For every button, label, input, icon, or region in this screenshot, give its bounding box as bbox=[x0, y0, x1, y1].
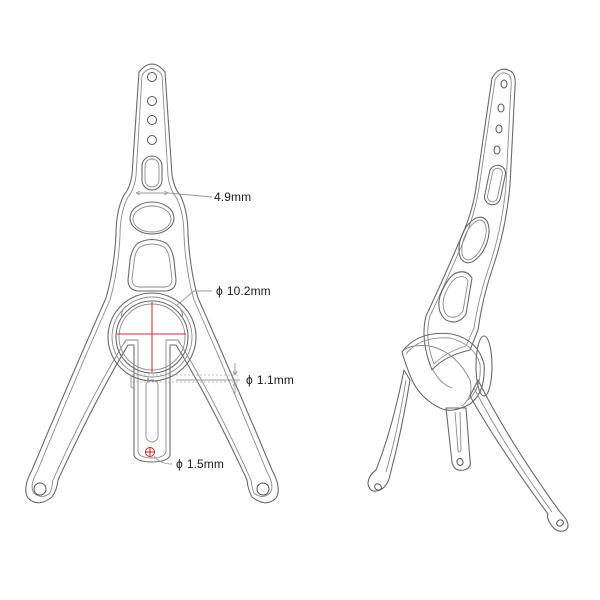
foot-hole-left bbox=[33, 482, 47, 496]
front-view-outline-inner bbox=[31, 68, 273, 497]
trapezoid-cutout bbox=[127, 238, 177, 292]
dimension-arm-width: 4.9mm bbox=[214, 190, 252, 204]
ring-outer bbox=[107, 292, 197, 382]
front-view-outline bbox=[25, 63, 279, 504]
mount-hole-1 bbox=[147, 72, 157, 82]
oval-cutout bbox=[129, 201, 175, 235]
diameter-symbol-icon: ϕ bbox=[246, 373, 253, 387]
side-view-leg-left bbox=[367, 369, 411, 492]
foot-hole-right bbox=[256, 482, 270, 496]
slot-upper bbox=[141, 155, 163, 191]
side-view-ring bbox=[401, 332, 485, 411]
stem-slot bbox=[145, 379, 159, 443]
mount-hole-3 bbox=[147, 115, 157, 125]
side-view bbox=[367, 68, 569, 532]
mount-hole-2 bbox=[147, 96, 157, 106]
side-view-leg-right bbox=[469, 379, 569, 532]
side-view-stem bbox=[445, 407, 471, 471]
front-view bbox=[25, 63, 279, 504]
side-view-arm-outline bbox=[423, 68, 516, 371]
diameter-symbol-icon: ϕ bbox=[216, 284, 223, 298]
diameter-symbol-icon: ϕ bbox=[176, 457, 183, 471]
mount-hole-4 bbox=[147, 135, 157, 145]
ring-bore bbox=[115, 300, 189, 374]
